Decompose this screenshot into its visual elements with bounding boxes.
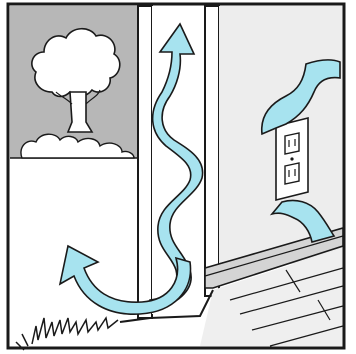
- wall-stud: [205, 6, 219, 296]
- electrical-outlet-icon: [276, 118, 308, 200]
- exterior-view: [10, 6, 138, 350]
- outlet-screw: [290, 157, 293, 160]
- exterior-wall-edge: [138, 6, 152, 318]
